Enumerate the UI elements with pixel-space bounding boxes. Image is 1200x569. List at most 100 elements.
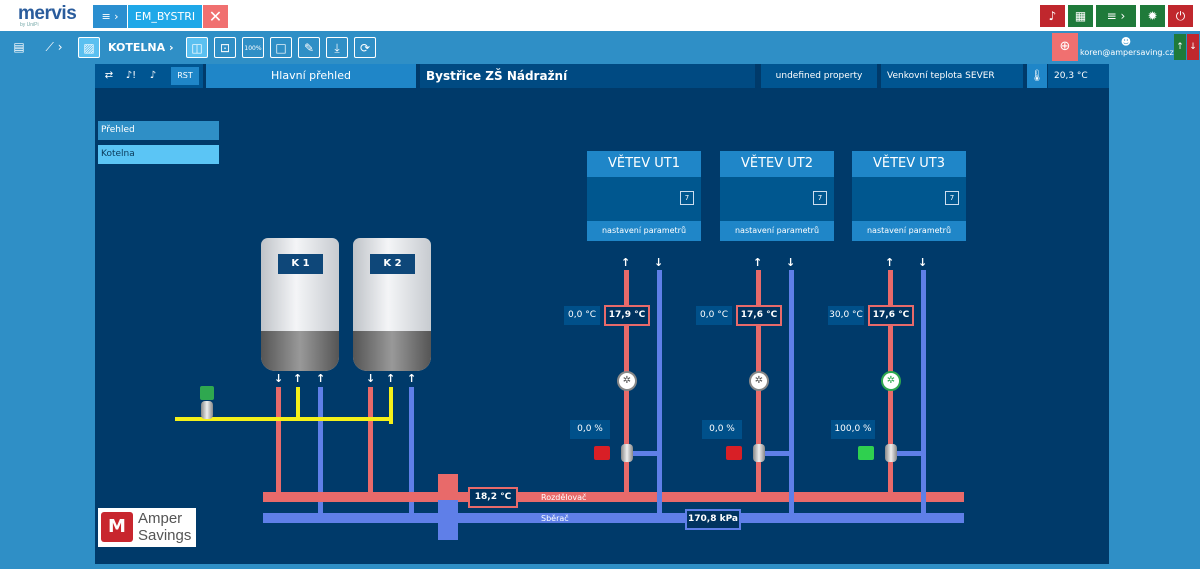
breadcrumb[interactable]: KOTELNA › bbox=[108, 41, 174, 54]
site-title: Bystřice ZŠ Nádražní bbox=[420, 64, 755, 88]
header-controls: ⇄ ♪! ♪ RST bbox=[95, 64, 203, 88]
branch-panel-ut1: VĚTEV UT1 7 nastavení parametrů bbox=[587, 151, 701, 241]
ut1-valve-value: 0,0 % bbox=[570, 420, 610, 439]
branch-title: VĚTEV UT1 bbox=[587, 151, 701, 177]
outdoor-temp-value: 20,3 °C bbox=[1048, 64, 1109, 88]
boiler1-supply-pipe bbox=[276, 387, 281, 497]
boiler2-return-pipe bbox=[409, 387, 414, 513]
ut1-bypass-pipe bbox=[629, 451, 657, 456]
thermometer-icon: 🌡 bbox=[1027, 64, 1047, 88]
collector-left bbox=[263, 513, 418, 523]
ut1-set-temp: 0,0 °C bbox=[564, 306, 600, 325]
branch-settings-button[interactable]: nastavení parametrů bbox=[852, 221, 966, 241]
user-account[interactable]: ☻ koren@ampersaving.cz bbox=[1080, 37, 1174, 57]
zoom-100-icon: 100% bbox=[244, 45, 262, 52]
distributor-link bbox=[418, 492, 438, 502]
list-icon: ▤ bbox=[13, 40, 25, 54]
boiler1-return-pipe bbox=[318, 387, 323, 513]
ut3-valve-value: 100,0 % bbox=[831, 420, 875, 439]
alarm-ack-button[interactable]: ♪! bbox=[121, 67, 141, 85]
download-icon: ⤓ bbox=[334, 41, 340, 55]
pressure-value: 170,8 kPa bbox=[685, 509, 741, 530]
supply-temp-value: 18,2 °C bbox=[468, 487, 518, 508]
distributor-label: Rozdělovač bbox=[541, 493, 587, 502]
chart-line-icon: ⟋ › bbox=[45, 40, 63, 54]
scheme-view-button[interactable]: ▨ bbox=[78, 37, 100, 58]
refresh-icon: ⟳ bbox=[359, 41, 371, 55]
amper-logo-line2: Savings bbox=[138, 527, 192, 544]
power-button[interactable]: ⏻ bbox=[1168, 5, 1193, 27]
pencil-icon: ✎ bbox=[303, 41, 315, 55]
ut2-valve-actuator[interactable] bbox=[726, 446, 742, 460]
gas-valve-actuator[interactable] bbox=[200, 386, 214, 400]
branch-settings-button[interactable]: nastavení parametrů bbox=[587, 221, 701, 241]
ut3-pump-icon[interactable]: ✲ bbox=[881, 371, 901, 391]
swap-icon: ⇄ bbox=[104, 70, 114, 81]
branch-title: VĚTEV UT3 bbox=[852, 151, 966, 177]
swap-button[interactable]: ⇄ bbox=[99, 67, 119, 85]
ut3-return-arrow-icon: ↓ bbox=[918, 256, 928, 269]
boiler2-supply-pipe bbox=[368, 387, 373, 497]
trend-button[interactable]: ⟋ › bbox=[36, 37, 72, 58]
ut1-valve-icon bbox=[621, 444, 633, 462]
boiler-k1[interactable]: K 1 bbox=[261, 238, 339, 371]
list-menu-button[interactable]: ≡ › bbox=[1096, 5, 1136, 27]
ut3-set-temp: 30,0 °C bbox=[828, 306, 864, 325]
map-button[interactable]: ▦ bbox=[1068, 5, 1093, 27]
ut2-set-temp: 0,0 °C bbox=[696, 306, 732, 325]
refresh-button[interactable]: ⟳ bbox=[354, 37, 376, 58]
list-menu-icon: ≡ › bbox=[1106, 9, 1126, 23]
bug-button[interactable]: ✹ bbox=[1140, 5, 1165, 27]
boiler-k2[interactable]: K 2 bbox=[353, 238, 431, 371]
k2-gas-arrow-icon: ↑ bbox=[386, 372, 396, 385]
fit-icon: ◫ bbox=[191, 41, 203, 55]
ut1-valve-actuator[interactable] bbox=[594, 446, 610, 460]
rst-button[interactable]: RST bbox=[171, 67, 199, 85]
branch-title: VĚTEV UT2 bbox=[720, 151, 834, 177]
ut2-pump-icon[interactable]: ✲ bbox=[749, 371, 769, 391]
zoom-search-button[interactable]: ⊕ bbox=[1052, 33, 1078, 61]
arrow-up-icon: ↑ bbox=[1176, 42, 1184, 52]
bell-icon: ♪ bbox=[149, 70, 157, 81]
ut3-valve-actuator[interactable] bbox=[858, 446, 874, 460]
ut2-valve-value: 0,0 % bbox=[702, 420, 742, 439]
zoom-100-button[interactable]: 100% bbox=[242, 37, 264, 58]
main-menu-button[interactable]: ≡ › bbox=[93, 5, 127, 28]
bell-exclamation-icon: ♪! bbox=[125, 70, 137, 81]
map-icon: ▦ bbox=[1074, 9, 1087, 23]
download-button[interactable]: ⤓ bbox=[326, 37, 348, 58]
download-status-button[interactable]: ↓ bbox=[1187, 34, 1199, 60]
image-icon: ▨ bbox=[83, 41, 95, 55]
ut3-supply-arrow-icon: ↑ bbox=[885, 256, 895, 269]
edit-button[interactable]: ✎ bbox=[298, 37, 320, 58]
upload-button[interactable]: ↑ bbox=[1174, 34, 1186, 60]
outdoor-temp-label: Venkovní teplota SEVER bbox=[881, 64, 1023, 88]
tab-em-bystri[interactable]: EM_BYSTRI bbox=[128, 5, 202, 28]
alarm-bell-button[interactable]: ♪ bbox=[1040, 5, 1065, 27]
calendar-icon[interactable]: 7 bbox=[813, 191, 827, 205]
sidebar-item-kotelna[interactable]: Kotelna bbox=[98, 145, 219, 164]
boiler-base bbox=[261, 331, 339, 371]
boiler-label: K 1 bbox=[278, 254, 323, 274]
bell-icon: ♪ bbox=[1048, 9, 1057, 23]
ut2-return-pipe bbox=[789, 270, 794, 515]
fit-height-button[interactable]: ⊡ bbox=[214, 37, 236, 58]
boiler-label: K 2 bbox=[370, 254, 415, 274]
tab-close-button[interactable]: ✕ bbox=[203, 5, 228, 28]
collector-label: Sběrač bbox=[541, 514, 569, 523]
ut2-actual-temp: 17,6 °C bbox=[736, 305, 782, 326]
calendar-icon[interactable]: 7 bbox=[680, 191, 694, 205]
alarm-button[interactable]: ♪ bbox=[143, 67, 163, 85]
branch-panel-ut2: VĚTEV UT2 7 nastavení parametrů bbox=[720, 151, 834, 241]
branch-settings-button[interactable]: nastavení parametrů bbox=[720, 221, 834, 241]
amper-logo-icon: M bbox=[101, 512, 133, 542]
list-view-button[interactable]: ▤ bbox=[8, 37, 30, 58]
ut1-pump-icon[interactable]: ✲ bbox=[617, 371, 637, 391]
calendar-icon[interactable]: 7 bbox=[945, 191, 959, 205]
expand-icon: ⊡ bbox=[219, 41, 231, 55]
sidebar-item-prehled[interactable]: Přehled bbox=[98, 121, 219, 140]
fullscreen-button[interactable]: □ bbox=[270, 37, 292, 58]
fit-width-button[interactable]: ◫ bbox=[186, 37, 208, 58]
